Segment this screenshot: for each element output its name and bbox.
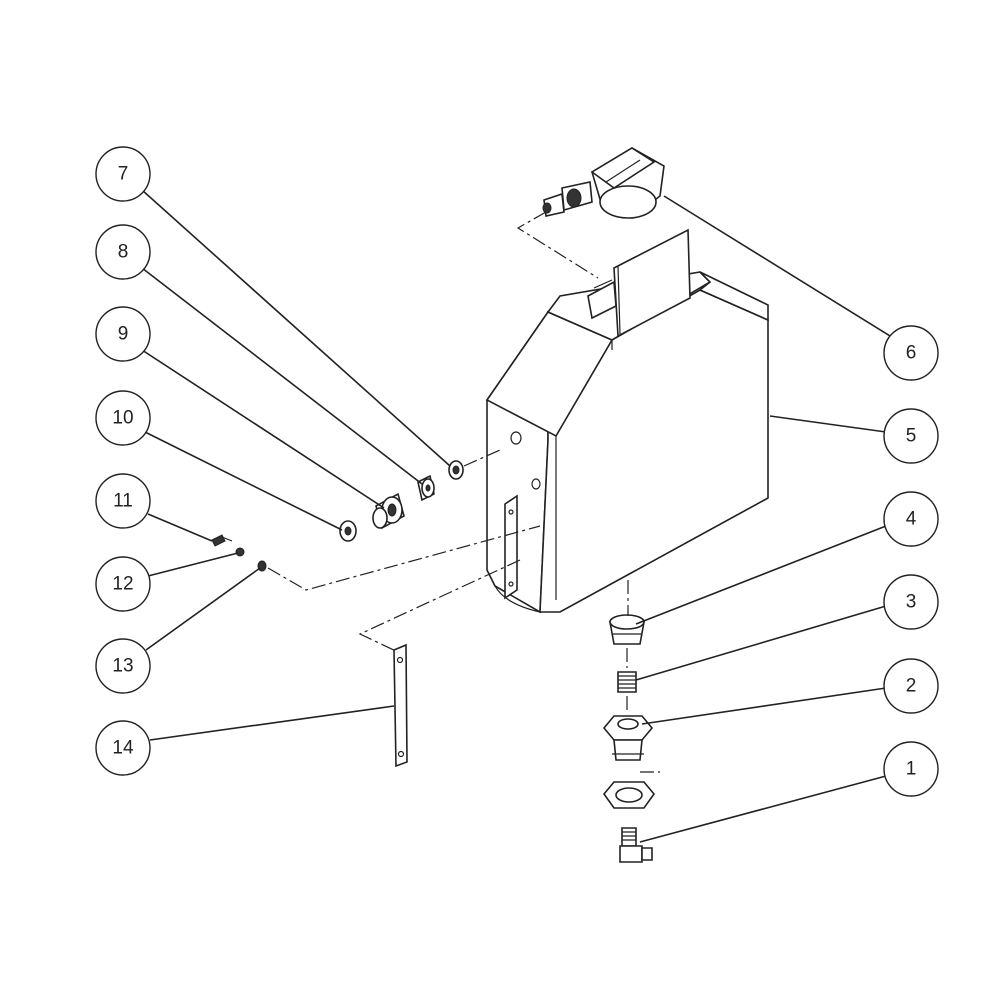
callout-14: 14 (95, 720, 151, 776)
callout-6: 6 (883, 325, 939, 381)
drain-elbow (619, 827, 653, 863)
screw-assembly-line (267, 525, 541, 591)
callout-10: 10 (95, 390, 151, 446)
callout-5: 5 (883, 408, 939, 464)
drain-nut (602, 715, 654, 761)
callout-4-label: 4 (906, 509, 917, 530)
float-sensor-assembly-line (516, 211, 599, 279)
callout-10-label: 10 (112, 408, 133, 429)
callout-13: 13 (95, 638, 151, 694)
callout-14-label: 14 (112, 738, 134, 759)
callout-12-label: 12 (112, 574, 133, 595)
callout-6-label: 6 (906, 343, 917, 364)
mounting-bracket (393, 643, 408, 768)
callout-11-label: 11 (113, 491, 133, 512)
tank-filler-neck (587, 228, 691, 338)
callout-9: 9 (95, 306, 151, 362)
callout-11: 11 (95, 473, 151, 529)
callout-1-label: 1 (906, 759, 917, 780)
callout-7: 7 (95, 146, 151, 202)
callout-12: 12 (95, 556, 151, 612)
callout-3-label: 3 (906, 592, 917, 613)
callout-8: 8 (95, 224, 151, 280)
callout-1: 1 (883, 741, 939, 797)
fitting-assembly-line (463, 449, 501, 467)
callout-5-label: 5 (906, 426, 917, 447)
float-sensor (542, 147, 665, 219)
screw-set (211, 534, 267, 572)
drain-spring (617, 671, 637, 693)
callout-3: 3 (883, 574, 939, 630)
leader-lines (141, 189, 891, 843)
callout-13-label: 13 (112, 656, 133, 677)
tank-body (485, 271, 769, 614)
bracket-assembly-line (358, 559, 521, 653)
drain-cap (609, 614, 645, 645)
callout-7-label: 7 (118, 164, 129, 185)
drain-lock-nut (602, 781, 656, 809)
fitting-group (339, 460, 464, 542)
callout-2-label: 2 (906, 676, 917, 697)
callout-2: 2 (883, 658, 939, 714)
callout-8-label: 8 (118, 242, 129, 263)
callout-9-label: 9 (118, 324, 129, 345)
callout-4: 4 (883, 491, 939, 547)
